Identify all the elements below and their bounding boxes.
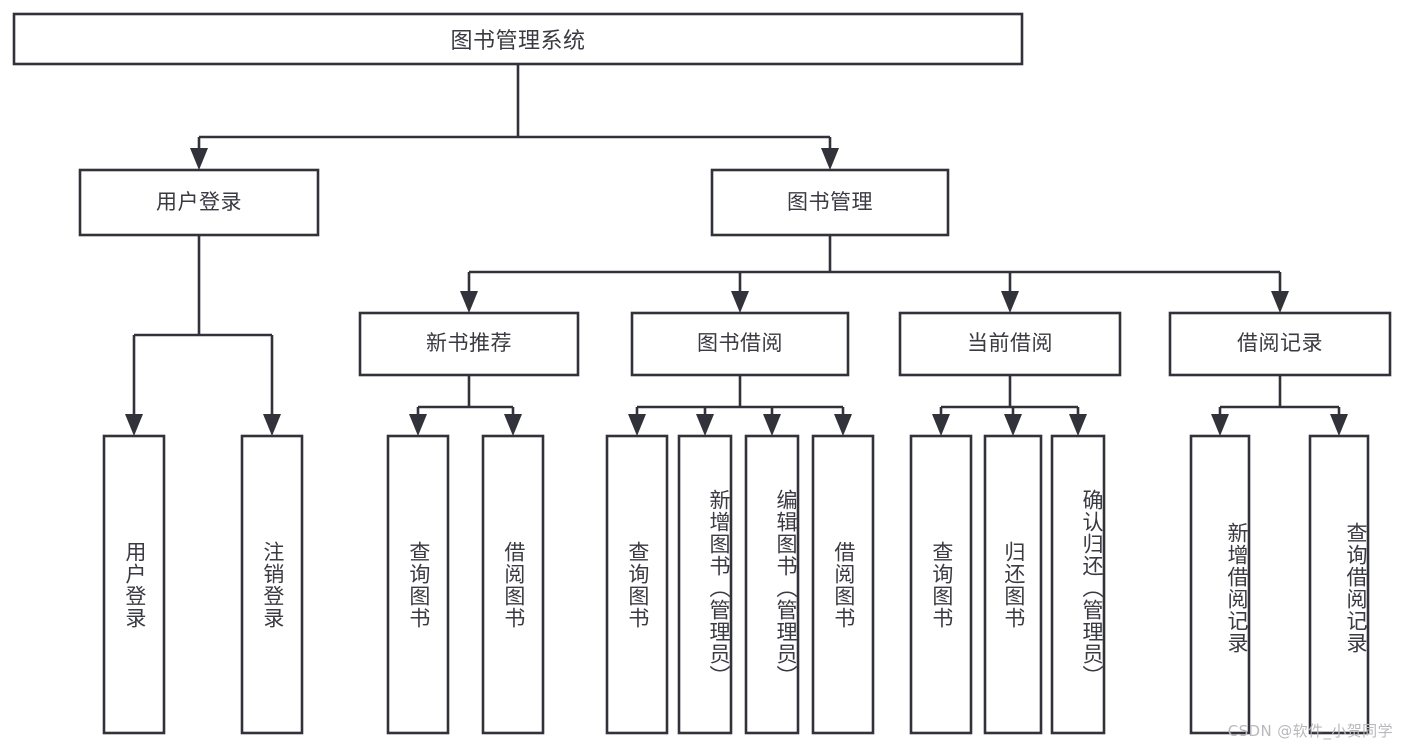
node-box-user-login[interactable] <box>78 168 320 237</box>
arrow-head-icon <box>1330 414 1348 436</box>
node-box-leaf-confirm-return[interactable] <box>1050 434 1106 735</box>
node-box-current-borrow[interactable] <box>898 311 1122 377</box>
arrow-head-icon <box>821 148 839 170</box>
node-box-leaf-query-book-2[interactable] <box>605 434 669 735</box>
node-box-leaf-add-borrow-record[interactable] <box>1189 434 1251 735</box>
arrow-head-icon <box>1271 291 1289 313</box>
arrow-head-icon <box>125 414 143 436</box>
node-box-leaf-user-login[interactable] <box>102 434 166 735</box>
node-box-new-book-recommend[interactable] <box>358 311 580 377</box>
arrow-head-icon <box>460 291 478 313</box>
arrow-head-icon <box>1069 414 1087 436</box>
node-box-leaf-query-book-1[interactable] <box>386 434 450 735</box>
arrow-head-icon <box>932 414 950 436</box>
arrow-head-icon <box>1001 291 1019 313</box>
node-box-leaf-query-book-3[interactable] <box>909 434 973 735</box>
node-box-leaf-add-book[interactable] <box>677 434 733 735</box>
node-box-leaf-borrow-book-2[interactable] <box>811 434 875 735</box>
arrow-head-icon <box>1004 414 1022 436</box>
arrow-head-icon <box>409 414 427 436</box>
node-box-leaf-borrow-book-1[interactable] <box>481 434 545 735</box>
node-box-borrow-record[interactable] <box>1168 311 1392 377</box>
watermark: CSDN @软件_小贺同学 <box>1227 722 1393 740</box>
arrow-head-icon <box>834 414 852 436</box>
arrow-head-icon <box>628 414 646 436</box>
node-box-book-manage[interactable] <box>710 168 950 237</box>
node-box-root[interactable] <box>12 12 1024 66</box>
arrow-head-icon <box>1211 414 1229 436</box>
node-box-leaf-return-book[interactable] <box>983 434 1043 735</box>
arrow-head-icon <box>263 414 281 436</box>
arrow-head-icon <box>763 414 781 436</box>
node-box-book-borrow[interactable] <box>630 311 850 377</box>
arrow-head-icon <box>696 414 714 436</box>
node-box-leaf-query-borrow-record[interactable] <box>1308 434 1370 735</box>
arrow-head-icon <box>190 148 208 170</box>
node-box-leaf-edit-book[interactable] <box>744 434 800 735</box>
arrow-head-icon <box>731 291 749 313</box>
node-box-leaf-user-logout[interactable] <box>240 434 304 735</box>
arrow-head-icon <box>504 414 522 436</box>
